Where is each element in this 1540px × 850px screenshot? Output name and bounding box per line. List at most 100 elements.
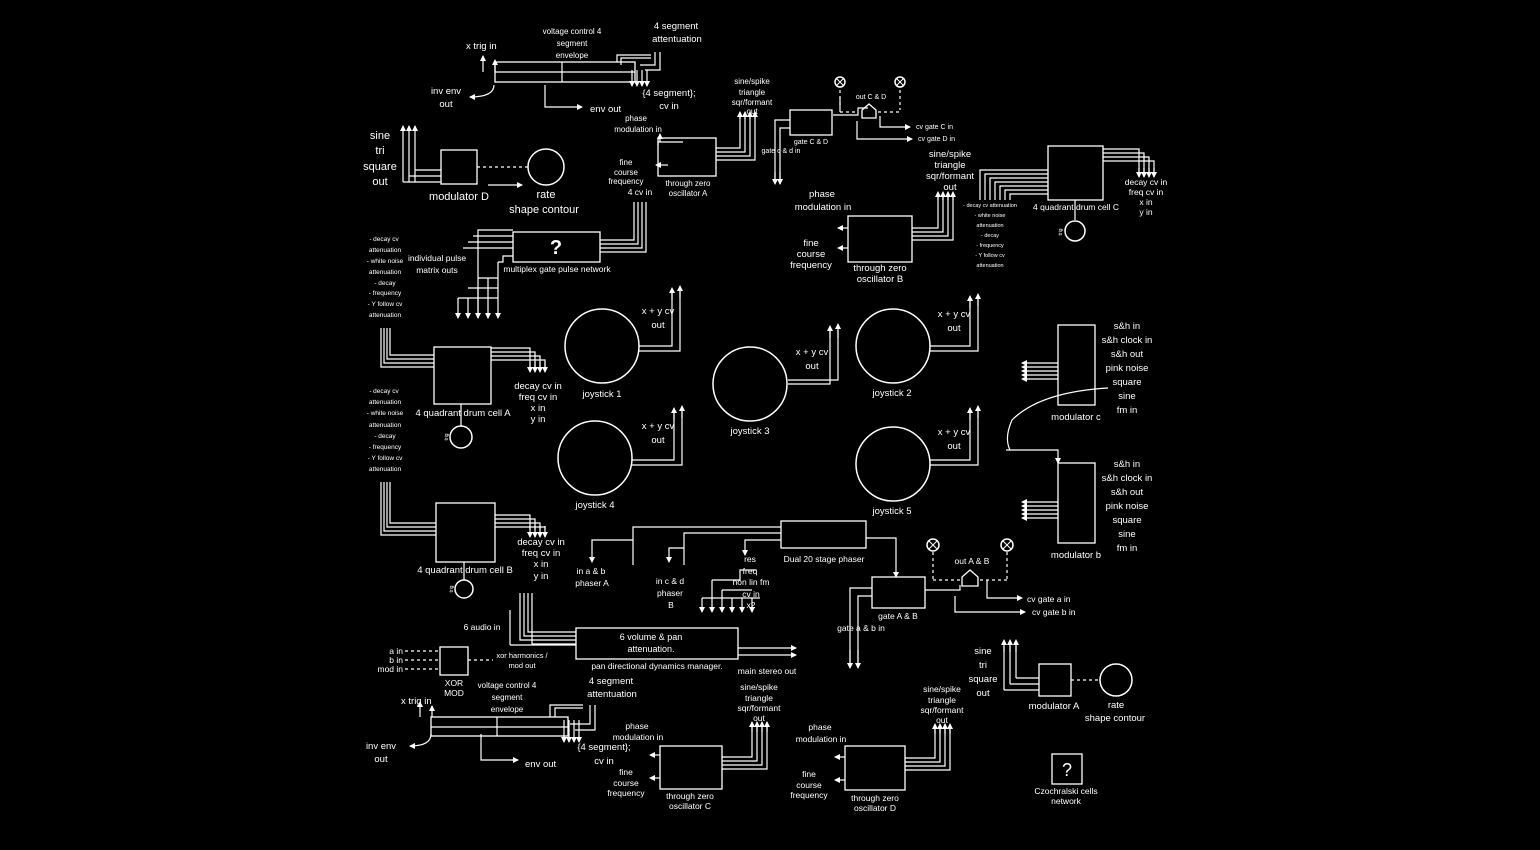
phaser-a-1: in a & b <box>577 566 606 576</box>
osc-d-phase-2: modulation in <box>796 734 847 744</box>
gate-cd-name: gate C & D <box>794 139 828 146</box>
osc-d-wave-4: out <box>936 715 948 725</box>
drum-b-in-4: y in <box>534 571 549 582</box>
mod-b-out-4: pink noise <box>1106 501 1149 512</box>
env-top-title-3: envelope <box>556 51 589 60</box>
oscillator-a-box <box>657 137 717 177</box>
multiplex-att-1: - decay cv <box>369 236 399 243</box>
drum-b-name: 4 quadrant drum cell B <box>417 565 513 576</box>
joystick-2[interactable] <box>855 308 931 384</box>
joystick-4[interactable] <box>557 420 633 496</box>
osc-c-phase-1: phase <box>625 721 648 731</box>
mod-c-out-1: s&h in <box>1114 321 1140 332</box>
mod-a-wave-4: out <box>976 688 990 699</box>
phaser-b-1: in c & d <box>656 576 685 586</box>
mod-d-wave-2: tri <box>375 145 384 157</box>
mod-c-name: modulator c <box>1051 412 1101 423</box>
joystick-3[interactable] <box>712 346 788 422</box>
mixer-audio-in: 6 audio in <box>464 622 501 632</box>
mod-d-contour: shape contour <box>509 204 579 216</box>
mod-a-rate: rate <box>1108 700 1124 711</box>
multiplex-name: multiplex gate pulse network <box>503 264 611 274</box>
drum-b-in-3: x in <box>534 559 549 570</box>
modulator-b-box <box>1057 462 1096 544</box>
env-top-segatt-1: 4 segment <box>654 21 699 32</box>
phaser-b-3: B <box>668 600 674 610</box>
env-top-invenv-2: out <box>439 99 453 110</box>
joystick-5[interactable] <box>855 426 931 502</box>
joystick-2-xy-2: out <box>947 323 961 334</box>
osc-c-name-1: through zero <box>666 791 714 801</box>
joystick-1-xy-1: x + y cv <box>642 306 675 317</box>
osc-b-wave-4: out <box>943 182 957 193</box>
drum-c-att-7: attenuation <box>976 263 1003 269</box>
xor-name-2: MOD <box>444 688 464 698</box>
multiplex-box <box>512 231 601 263</box>
osc-b-freq-1: fine <box>803 238 818 249</box>
mod-a-wave-3: square <box>968 674 997 685</box>
osc-c-phase-2: modulation in <box>613 732 664 742</box>
mixer-main-out: main stereo out <box>738 666 797 676</box>
gate-ab-cv-b: cv gate b in <box>1032 607 1076 617</box>
joystick-1-xy-2: out <box>651 320 665 331</box>
module-shapes <box>430 61 1133 791</box>
env-top-invenv-1: inv env <box>431 86 461 97</box>
signal-wires <box>380 52 1157 783</box>
phaser-box <box>780 520 867 549</box>
gate-ab-house-icon <box>961 569 979 587</box>
osc-b-wave-1: sine/spike <box>929 149 971 160</box>
drum-a-att-3: - white noise <box>367 410 404 417</box>
osc-d-wave-3: sqr/formant <box>921 705 965 715</box>
env-bot-cvin-2: cv in <box>594 756 614 767</box>
drum-a-att-7: - Y follow cv <box>368 455 404 462</box>
drum-cell-c-trig-knob <box>1064 220 1086 242</box>
oscillator-b-box <box>847 215 913 263</box>
mod-b-name: modulator b <box>1051 550 1101 561</box>
gate-ab-box <box>871 576 926 609</box>
osc-d-wave-1: sine/spike <box>923 684 961 694</box>
mod-d-wave-1: sine <box>370 130 390 142</box>
gate-ab-gate-in: gate a & b in <box>837 623 885 633</box>
env-top-envout: env out <box>590 104 622 115</box>
drum-c-att-4: - decay <box>981 233 999 239</box>
joystick-1[interactable] <box>564 308 640 384</box>
phaser-ctrl-3: non lin fm <box>733 577 770 587</box>
mod-d-wave-4: out <box>372 176 387 188</box>
drum-a-att-6: - frequency <box>369 444 402 451</box>
osc-c-freq-1: fine <box>619 767 633 777</box>
xor-name-1: XOR <box>445 678 463 688</box>
env-top-title-1: voltage control 4 <box>543 27 602 36</box>
env-top-cvin-2: cv in <box>659 101 679 112</box>
osc-a-name-2: oscillator A <box>669 189 708 198</box>
mod-b-out-5: square <box>1112 515 1141 526</box>
osc-d-freq-3: frequency <box>790 790 828 800</box>
osc-a-wave-2: triangle <box>739 88 766 97</box>
gate-cd-gate-in: gate c & d in <box>762 148 801 155</box>
czochralski-name-1: Czochralski cells <box>1034 786 1097 796</box>
mixer-title-1: 6 volume & pan <box>620 632 683 642</box>
osc-b-phase-2: modulation in <box>795 202 852 213</box>
mod-c-out-5: square <box>1112 377 1141 388</box>
phaser-b-2: phaser <box>657 588 683 598</box>
mixer-title-2: attenuation. <box>627 644 674 654</box>
osc-a-name-1: through zero <box>666 179 711 188</box>
joystick-4-xy-1: x + y cv <box>642 421 675 432</box>
env-top-xtrig-label: x trig in <box>466 41 497 52</box>
osc-a-wave-3: sqr/formant <box>732 98 773 107</box>
gate-ab-cv-a: cv gate a in <box>1027 594 1071 604</box>
mod-d-name: modulator D <box>429 191 489 203</box>
drum-c-att-3: attenuation <box>976 223 1003 229</box>
xor-mod-box <box>439 646 469 676</box>
drum-a-att-5: - decay <box>374 433 396 440</box>
drum-a-in-2: freq cv in <box>519 392 558 403</box>
osc-d-freq-1: fine <box>802 769 816 779</box>
mod-c-out-4: pink noise <box>1106 363 1149 374</box>
phaser-ctrl-5: x2 <box>747 600 756 610</box>
joystick-4-label: joystick 4 <box>574 500 614 511</box>
drum-c-in-4: y in <box>1139 207 1153 217</box>
env-top-cvin-1: {4 segment}; <box>642 88 695 99</box>
joystick-1-label: joystick 1 <box>581 389 621 400</box>
mod-c-out-6: sine <box>1118 391 1135 402</box>
phaser-ctrl-4: cv in <box>742 589 760 599</box>
drum-a-trig: trig <box>444 433 450 440</box>
